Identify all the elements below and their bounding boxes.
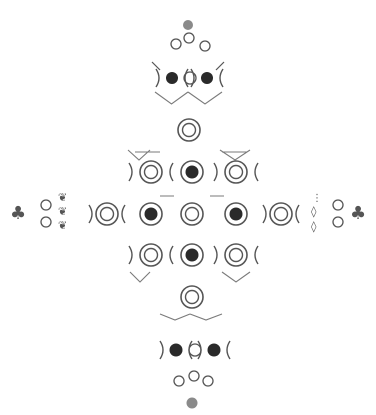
bullseye-marker [140,161,162,183]
open-ring [333,200,343,210]
open-ring [171,39,181,49]
hex-connector [130,272,150,282]
dark-dot-bottom-right [208,344,221,357]
left-paren-arc [255,246,258,264]
dark-dot-core [145,208,158,221]
clover-glyph-right: ♣ [350,203,366,224]
left-paren-arc [185,69,188,87]
dark-dot-core [186,249,199,262]
bullseye-inner-ring [186,291,199,304]
left-paren-arc [227,341,230,359]
side-glyphs: ♣❦❦❦⋮◊◊♣ [10,191,366,233]
left-paren-arc [255,163,258,181]
bullseye-inner-ring [275,208,288,221]
bullseye-inner-ring [230,249,243,262]
ornament-glyph-left: ❦ [58,219,67,232]
open-ring [174,376,184,386]
bullseye-inner-ring [145,249,158,262]
right-paren-arc [263,205,266,223]
open-ring [203,376,213,386]
ornament-glyph-left: ❦ [58,191,67,204]
bullseye-marker [181,203,203,225]
dark-dot-bottom-left [170,344,183,357]
bullseye-inner-ring [230,166,243,179]
hex-connector [155,92,188,104]
ornament-glyph-right: ⋮ [312,193,322,204]
bullseye-marker [178,119,200,141]
clover-glyph-left: ♣ [10,203,26,224]
dark-dot-top-left [166,72,178,84]
dark-dot-top-right [201,72,213,84]
ornament-glyph-right: ◊ [311,220,317,233]
tip-dot-top [183,20,193,30]
ornament-glyph-right: ◊ [311,205,317,218]
open-ring [41,200,51,210]
right-paren-arc [160,341,163,359]
left-paren-arc [122,205,125,223]
right-paren-arc [129,246,132,264]
bullseye-inner-ring [101,208,114,221]
bracket-arcs [89,62,299,359]
open-ring [184,33,194,43]
right-paren-arc [214,163,217,181]
right-paren-arc [89,205,92,223]
dark-dot-core [186,166,199,179]
right-paren-arc [129,163,132,181]
edge-tick [152,62,160,70]
left-paren-arc [170,163,173,181]
open-ring [200,41,210,51]
hex-connector [188,92,222,104]
bullseye-marker [225,161,247,183]
left-paren-arc [220,69,223,87]
bullseye-marker [96,203,118,225]
tip-dot-bottom [187,398,198,409]
bullseye-marker [225,244,247,266]
bullseye-inner-ring [183,124,196,137]
left-paren-arc [296,205,299,223]
open-ring [333,217,343,227]
bullseye-inner-ring [186,208,199,221]
bullseye-marker [181,286,203,308]
edge-tick [216,62,224,70]
open-ring [189,344,201,356]
right-paren-arc [156,69,159,87]
left-paren-arc [170,246,173,264]
hex-connector [160,314,190,320]
hex-connector [222,272,250,282]
open-ring [189,371,199,381]
bullseye-inner-ring [145,166,158,179]
hex-connector [190,314,222,320]
dark-dot-core [230,208,243,221]
right-paren-arc [214,246,217,264]
circle-markers [41,20,343,409]
bullseye-marker [270,203,292,225]
ornament-glyph-left: ❦ [58,205,67,218]
open-ring [41,217,51,227]
bullseye-marker [140,244,162,266]
